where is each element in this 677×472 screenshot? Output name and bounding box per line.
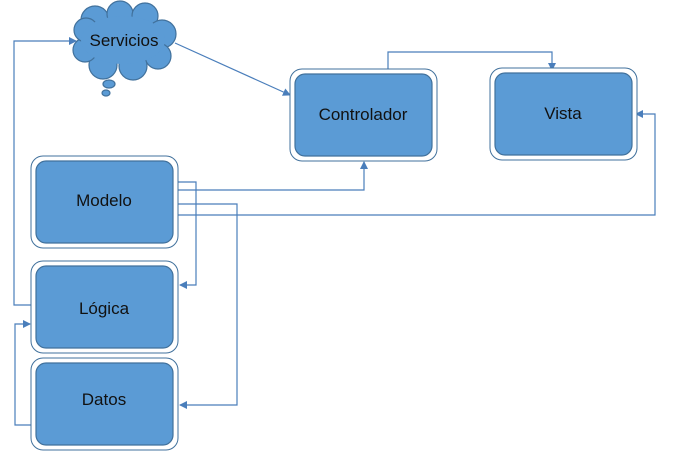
node-controlador: Controlador bbox=[289, 68, 438, 162]
node-servicios: Servicios bbox=[72, 0, 177, 97]
connector-modelo-vista bbox=[178, 110, 656, 216]
logica-label: Lógica bbox=[79, 299, 130, 318]
controlador-label: Controlador bbox=[319, 105, 408, 124]
node-modelo: Modelo bbox=[30, 155, 179, 249]
connector-modelo-controlador bbox=[178, 161, 368, 191]
connector-datos-logica bbox=[14, 320, 32, 426]
connector-servicios-controlador bbox=[174, 42, 291, 96]
node-datos: Datos bbox=[30, 357, 179, 451]
connector-controlador-vista bbox=[387, 51, 556, 71]
connector-modelo-datos bbox=[178, 203, 238, 409]
servicios-label: Servicios bbox=[90, 31, 159, 50]
node-vista: Vista bbox=[489, 67, 638, 161]
vista-label: Vista bbox=[544, 104, 582, 123]
modelo-label: Modelo bbox=[76, 191, 132, 210]
node-logica: Lógica bbox=[30, 260, 179, 354]
datos-label: Datos bbox=[82, 390, 126, 409]
connector-modelo-logica bbox=[178, 181, 197, 289]
connector-logica-servicios bbox=[13, 37, 77, 306]
connectors bbox=[13, 37, 656, 426]
thought-cloud-icon bbox=[72, 0, 177, 97]
